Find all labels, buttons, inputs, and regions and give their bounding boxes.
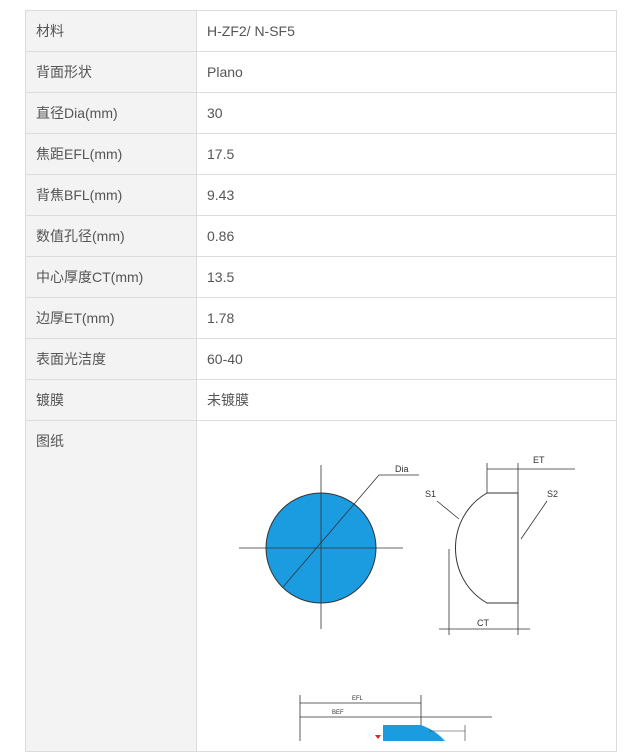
spec-row-diameter: 直径Dia(mm) 30 bbox=[25, 92, 617, 134]
lens-side-profile bbox=[455, 492, 519, 604]
lens-drawing: Dia ET S1 S2 bbox=[239, 455, 575, 741]
spec-row-drawing: 图纸 Dia bbox=[25, 420, 617, 752]
s2-leader bbox=[520, 500, 548, 540]
spec-row-et: 边厚ET(mm) 1.78 bbox=[25, 297, 617, 339]
ct-callout: CT bbox=[477, 618, 489, 628]
spec-value: 9.43 bbox=[196, 174, 617, 216]
spec-row-material: 材料 H-ZF2/ N-SF5 bbox=[25, 10, 617, 52]
focus-marker-icon bbox=[375, 735, 381, 739]
spec-row-ct: 中心厚度CT(mm) 13.5 bbox=[25, 256, 617, 298]
spec-label: 边厚ET(mm) bbox=[25, 297, 197, 339]
spec-value: 60-40 bbox=[196, 338, 617, 380]
spec-row-surface-quality: 表面光洁度 60-40 bbox=[25, 338, 617, 380]
spec-row-efl: 焦距EFL(mm) 17.5 bbox=[25, 133, 617, 175]
spec-label: 图纸 bbox=[25, 420, 197, 752]
spec-row-back-shape: 背面形状 Plano bbox=[25, 51, 617, 93]
spec-row-coating: 镀膜 未镀膜 bbox=[25, 379, 617, 421]
spec-value: 1.78 bbox=[196, 297, 617, 339]
spec-label: 直径Dia(mm) bbox=[25, 92, 197, 134]
spec-label: 背焦BFL(mm) bbox=[25, 174, 197, 216]
spec-row-na: 数值孔径(mm) 0.86 bbox=[25, 215, 617, 257]
s2-callout: S2 bbox=[547, 489, 558, 499]
spec-label: 背面形状 bbox=[25, 51, 197, 93]
spec-label: 镀膜 bbox=[25, 379, 197, 421]
spec-value: 17.5 bbox=[196, 133, 617, 175]
et-callout: ET bbox=[533, 455, 545, 465]
spec-value: H-ZF2/ N-SF5 bbox=[196, 10, 617, 52]
spec-value: 30 bbox=[196, 92, 617, 134]
lens-focal-profile bbox=[383, 725, 445, 741]
lens-side-view: ET S1 S2 CT bbox=[425, 455, 575, 635]
spec-value: 未镀膜 bbox=[196, 379, 617, 421]
drawing-cell: Dia ET S1 S2 bbox=[196, 420, 617, 752]
efl-callout: EFL bbox=[352, 696, 364, 702]
spec-table: 材料 H-ZF2/ N-SF5 背面形状 Plano 直径Dia(mm) 30 … bbox=[25, 10, 617, 752]
spec-label: 材料 bbox=[25, 10, 197, 52]
s1-callout: S1 bbox=[425, 489, 436, 499]
s1-leader bbox=[436, 500, 460, 520]
spec-label: 中心厚度CT(mm) bbox=[25, 256, 197, 298]
spec-row-bfl: 背焦BFL(mm) 9.43 bbox=[25, 174, 617, 216]
lens-front-view: Dia bbox=[239, 464, 419, 629]
diameter-leader bbox=[282, 474, 380, 588]
spec-value: 0.86 bbox=[196, 215, 617, 257]
bef-callout: BEF bbox=[332, 710, 344, 716]
spec-label: 表面光洁度 bbox=[25, 338, 197, 380]
spec-value: 13.5 bbox=[196, 256, 617, 298]
spec-label: 焦距EFL(mm) bbox=[25, 133, 197, 175]
spec-label: 数值孔径(mm) bbox=[25, 215, 197, 257]
lens-focal-view: EFL BEF bbox=[299, 695, 492, 741]
dia-callout: Dia bbox=[395, 464, 409, 474]
spec-value: Plano bbox=[196, 51, 617, 93]
